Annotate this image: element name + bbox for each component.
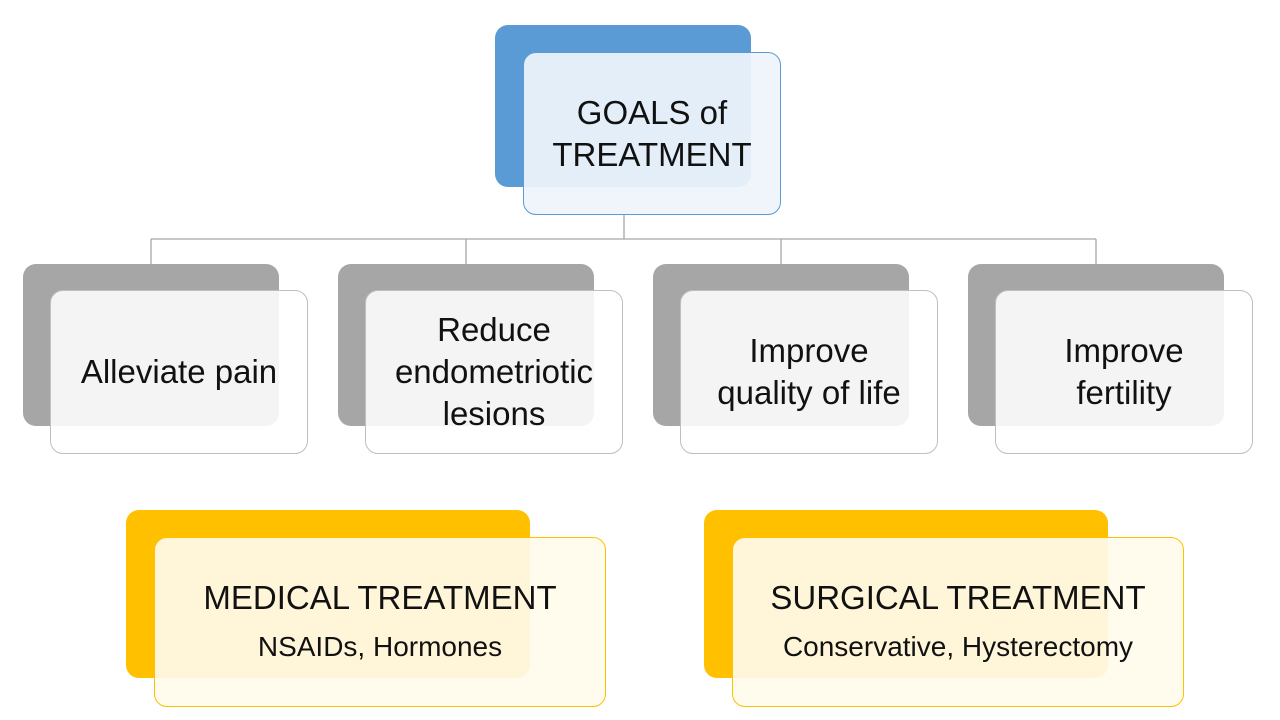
surgical-treatment-box: SURGICAL TREATMENT Conservative, Hystere…: [732, 537, 1184, 707]
surgical-treatment-detail: Conservative, Hysterectomy: [782, 631, 1134, 662]
goal-2-line-1: Reduce: [437, 311, 551, 348]
goal-4-box: Improve fertility: [995, 290, 1253, 454]
goal-2-box: Reduce endometriotic lesions: [365, 290, 623, 454]
goal-1-box: Alleviate pain: [50, 290, 308, 454]
goal-4-line-1: Improve: [1064, 332, 1184, 369]
root-line-2: TREATMENT: [552, 135, 752, 173]
goal-3-box: Improve quality of life: [680, 290, 938, 454]
root-line-1: GOALS of: [576, 93, 728, 131]
goal-2-line-3: lesions: [442, 395, 546, 432]
medical-treatment-box: MEDICAL TREATMENT NSAIDs, Hormones: [154, 537, 606, 707]
medical-treatment-detail: NSAIDs, Hormones: [257, 631, 503, 662]
goal-1-line-1: Alleviate pain: [80, 353, 278, 390]
medical-treatment-title: MEDICAL TREATMENT: [203, 579, 557, 616]
root-node-box: GOALS of TREATMENT: [523, 52, 781, 215]
surgical-treatment-title: SURGICAL TREATMENT: [770, 579, 1146, 616]
goal-3-line-1: Improve: [749, 332, 869, 369]
goal-2-line-2: endometriotic: [394, 353, 594, 390]
goal-4-line-2: fertility: [1076, 374, 1172, 411]
goal-3-line-2: quality of life: [717, 374, 901, 411]
